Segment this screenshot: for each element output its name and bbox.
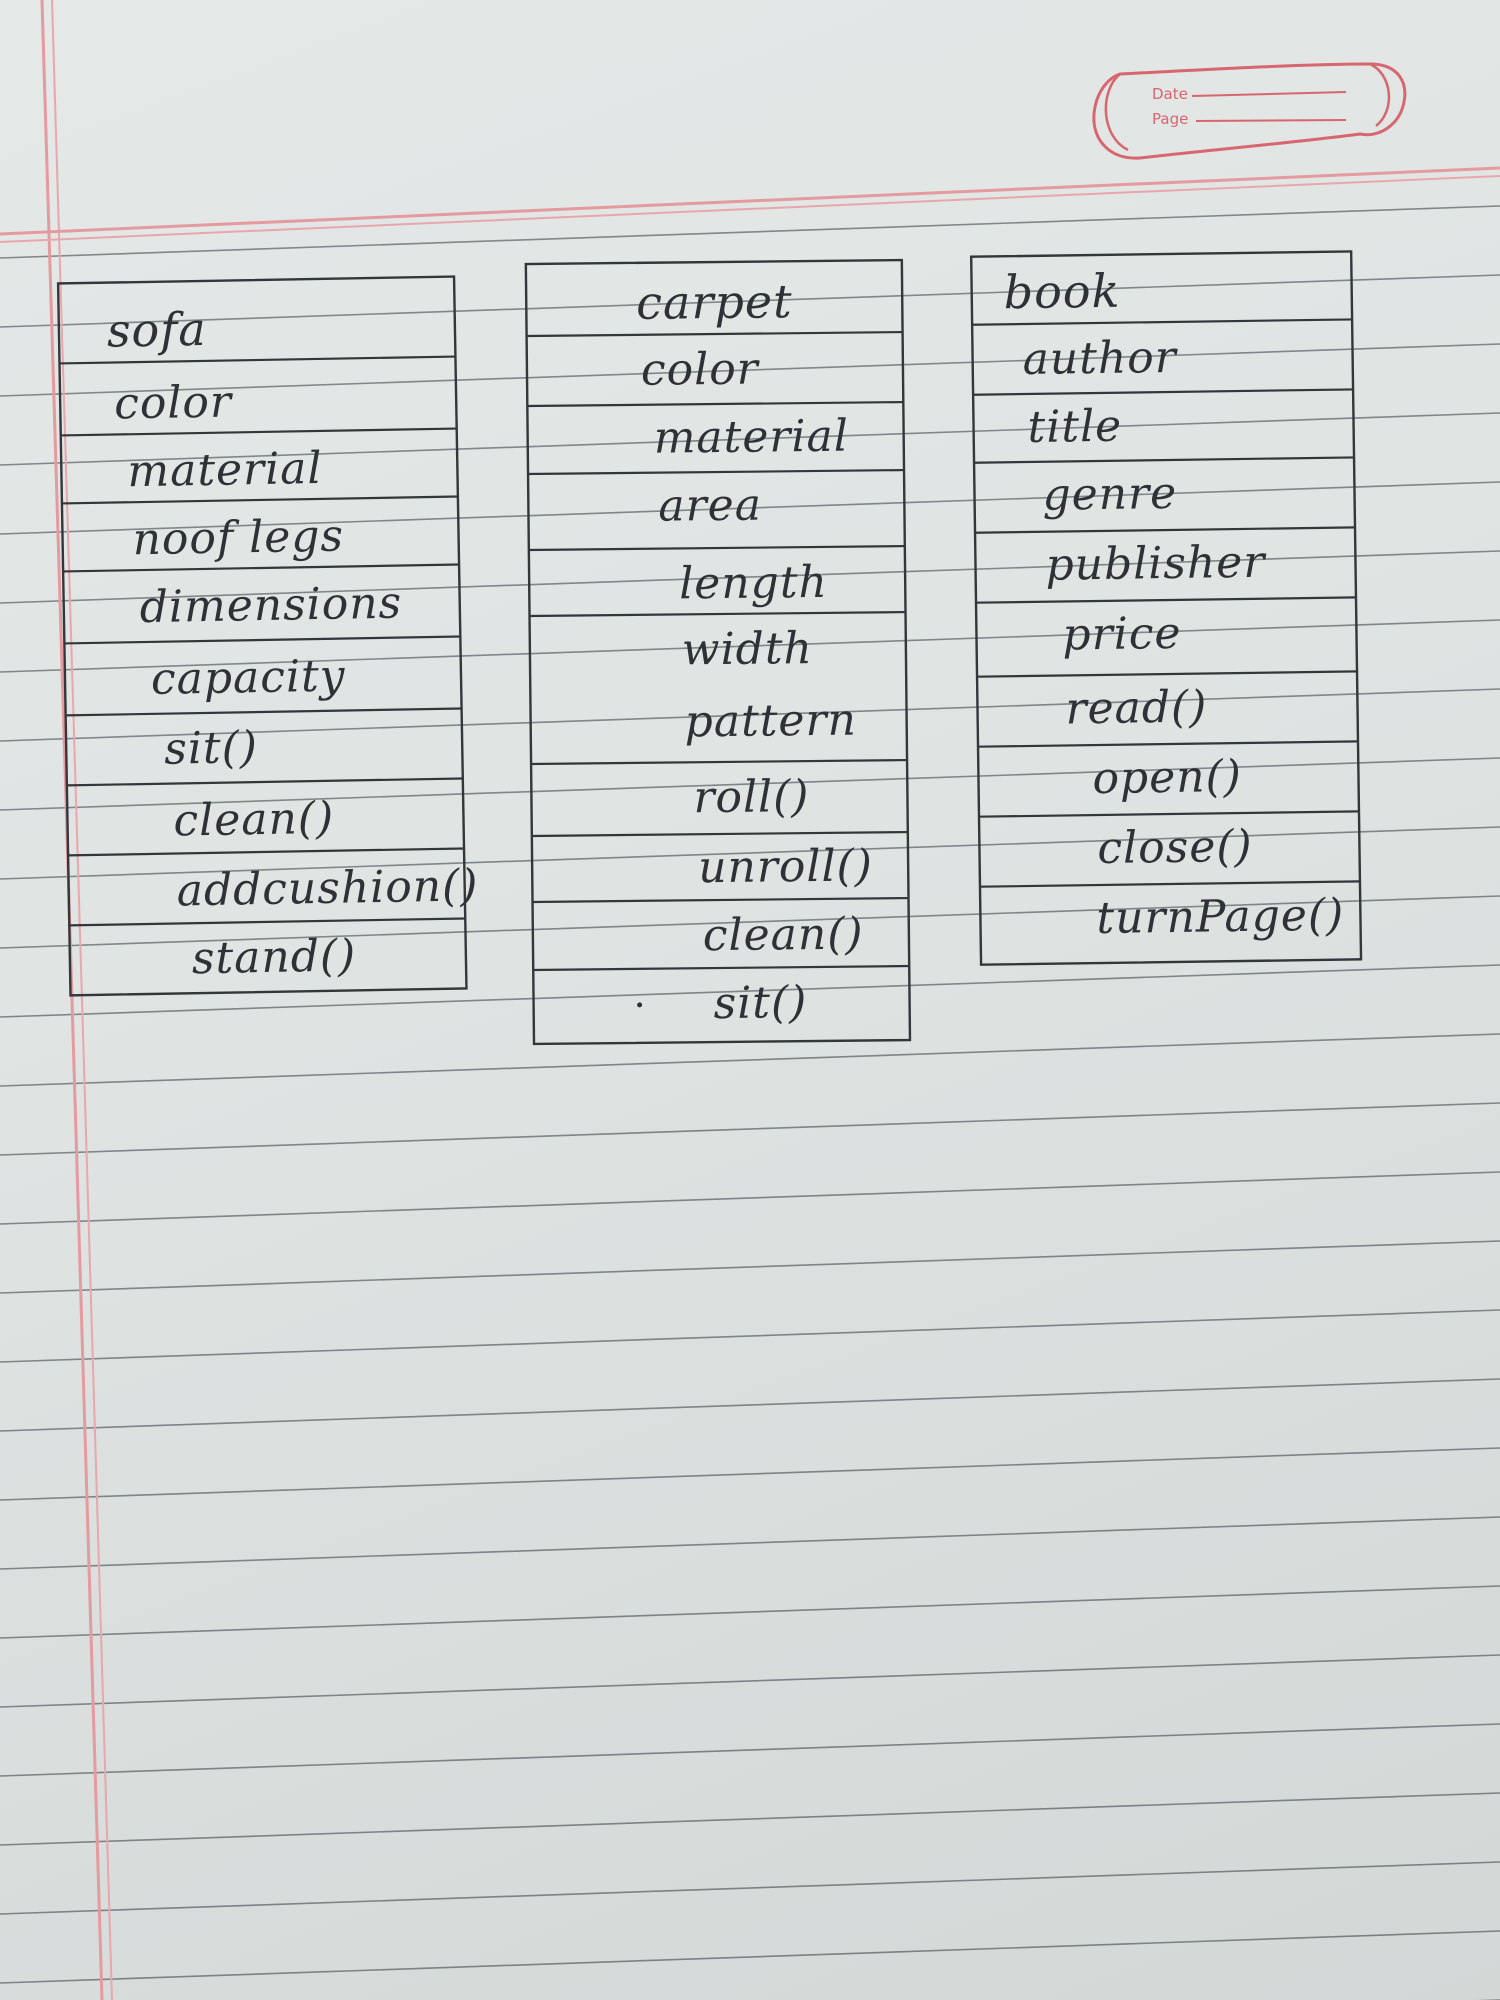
header-line-inner (0, 175, 1500, 243)
header-line (0, 166, 1500, 236)
ruled-line (0, 964, 1500, 1018)
sofa-method-addcushion: addcushion() (176, 860, 479, 916)
book-attribute-author: author (1022, 332, 1179, 385)
ruled-line (0, 1516, 1500, 1570)
carpet-method-unroll: unroll() (698, 840, 873, 893)
sofa-method-clean: clean() (173, 793, 335, 847)
ruled-line (0, 1033, 1500, 1087)
carpet-title: carpet (636, 274, 793, 330)
stamp-date-label: Date (1152, 85, 1188, 103)
book-method-open: open() (1092, 751, 1242, 804)
ruled-line (0, 1792, 1500, 1846)
date-page-stamp: Date Page (1092, 62, 1407, 160)
sofa-attribute-capacity: capacity (151, 651, 347, 705)
book-title: book (1003, 264, 1120, 320)
ruled-line (0, 1930, 1500, 1984)
ruled-line (0, 1378, 1500, 1432)
carpet-attribute-length: length (679, 557, 828, 610)
ruled-line (0, 757, 1500, 811)
ruled-line (0, 1447, 1500, 1501)
ruled-line (0, 1861, 1500, 1915)
ruled-line (0, 343, 1500, 397)
carpet-method-roll: roll() (693, 771, 810, 823)
ruled-line (0, 1585, 1500, 1639)
book-method-read: read() (1065, 681, 1208, 734)
sofa-method-sit: sit() (164, 722, 259, 775)
ruled-line (0, 274, 1500, 328)
ruled-lines (0, 205, 1500, 2000)
ruled-line (0, 1723, 1500, 1777)
sofa-class-table: sofa color material noof legs dimensions… (56, 275, 479, 997)
ruled-line (0, 1654, 1500, 1708)
book-attribute-title: title (1027, 401, 1122, 453)
carpet-class-table: carpet color material area length width … (524, 258, 912, 1046)
ink-dot (637, 1002, 643, 1008)
ruled-line (0, 481, 1500, 535)
carpet-attribute-pattern: pattern (684, 695, 857, 748)
book-attribute-genre: genre (1042, 468, 1177, 521)
margin-line-vertical-inner (51, 0, 113, 2000)
carpet-attribute-width: width (682, 623, 813, 675)
sofa-attribute-color: color (114, 376, 235, 429)
book-attribute-publisher: publisher (1045, 537, 1267, 591)
ruled-line (0, 205, 1500, 259)
ruled-line (0, 1171, 1500, 1225)
ruled-line (0, 550, 1500, 604)
ruled-line (0, 688, 1500, 742)
ruled-line (0, 826, 1500, 880)
carpet-method-sit: sit() (713, 977, 807, 1029)
carpet-attribute-area: area (658, 480, 762, 532)
stamp-page-label: Page (1152, 110, 1188, 128)
book-method-turnpage: turnPage() (1096, 890, 1344, 944)
ruled-line (0, 895, 1500, 949)
ruled-line (0, 1102, 1500, 1156)
sofa-method-stand: stand() (191, 930, 356, 984)
margin-line-vertical (40, 0, 104, 2000)
carpet-attribute-material: material (653, 411, 849, 464)
carpet-attribute-color: color (641, 344, 761, 396)
book-method-close: close() (1097, 821, 1253, 874)
book-attribute-price: price (1062, 608, 1182, 661)
sofa-attribute-dimensions: dimensions (139, 578, 402, 634)
ruled-line (0, 619, 1500, 673)
sofa-attribute-legs: noof legs (132, 511, 344, 566)
ruled-line (0, 1309, 1500, 1363)
carpet-method-clean: clean() (703, 909, 864, 962)
sofa-attribute-material: material (127, 443, 323, 497)
book-class-table: book author title genre publisher price … (969, 250, 1363, 966)
ruled-line (0, 1240, 1500, 1294)
ruled-line (0, 412, 1500, 466)
sofa-title: sofa (106, 302, 207, 358)
